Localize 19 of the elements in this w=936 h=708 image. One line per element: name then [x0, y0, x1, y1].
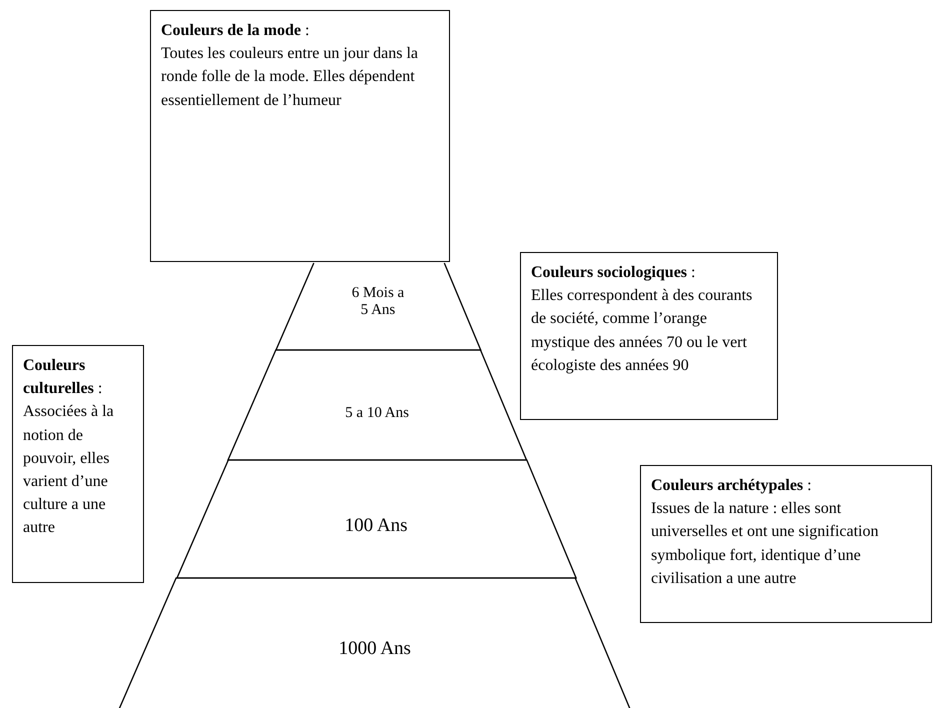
pyramid-band: [176, 460, 576, 578]
box-heading: Couleurs sociologiques :: [531, 263, 696, 283]
band-label: 5 a 10 Ans: [345, 405, 409, 422]
box-heading: Couleurs culturelles :: [23, 356, 104, 400]
box-text: Toutes les couleurs entre un jour dans la ronde folle de la mode. Elles dépendent essentiellement de l’humeur: [161, 44, 420, 111]
callout-box: [12, 345, 144, 583]
band-label: 6 Mois a 5 Ans: [350, 285, 406, 319]
pyramid-band: [276, 263, 480, 350]
box-text: Associées à la notion de pouvoir, elles varient d’une culture a une autre: [23, 402, 115, 538]
band-label: 1000 Ans: [338, 638, 411, 660]
callout-box: [640, 465, 932, 623]
box-text: Issues de la nature : elles sont universelles et ont une signification symbolique fort, identique d’une civilisation a une autre: [651, 499, 880, 589]
box-text: Elles correspondent à des courants de société, comme l’orange mystique des années 70 ou le vert écologiste des années 90: [531, 286, 754, 376]
band-label: 100 Ans: [344, 515, 408, 537]
callout-box: [150, 10, 450, 262]
box-heading: Couleurs de la mode :: [161, 21, 310, 41]
box-heading: Couleurs archétypales :: [651, 476, 813, 496]
callout-box: [520, 252, 778, 420]
pyramid-band: [228, 350, 526, 460]
